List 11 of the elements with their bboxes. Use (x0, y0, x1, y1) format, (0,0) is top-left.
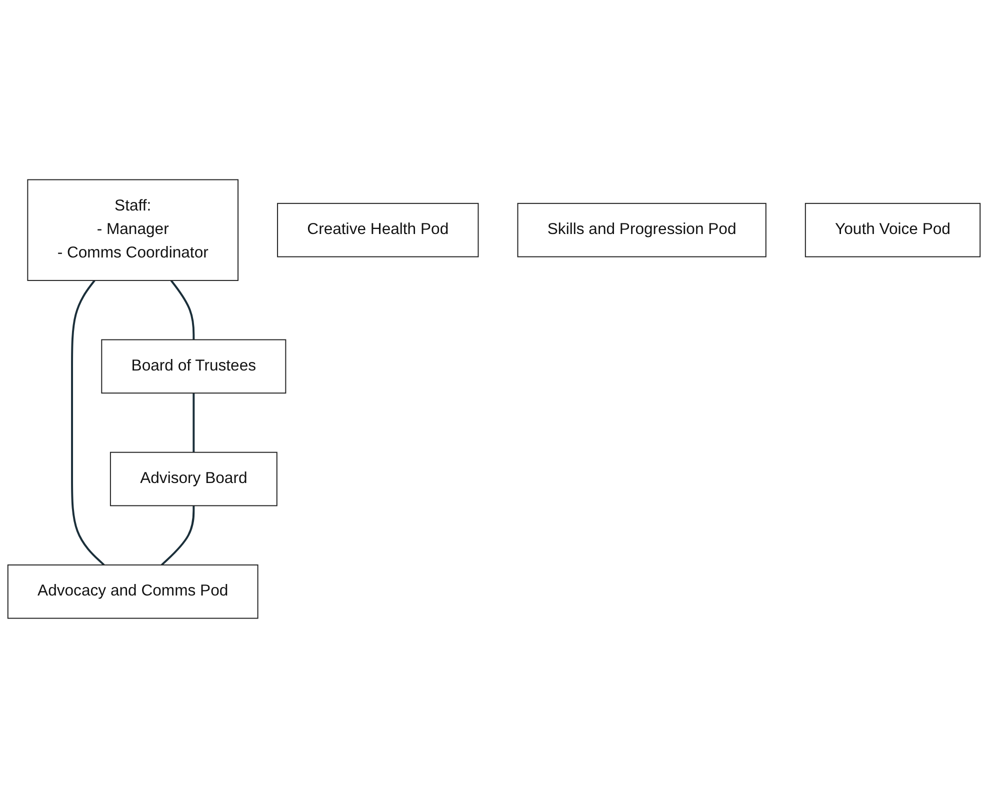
connector (170, 280, 195, 340)
node-box: Staff: - Manager - Comms Coordinator (27, 179, 239, 281)
node-box: Skills and Progression Pod (517, 202, 766, 258)
connector (160, 506, 195, 566)
connector (192, 393, 195, 452)
node-box: Creative Health Pod (277, 202, 479, 258)
node-box: Advocacy and Comms Pod (7, 564, 258, 619)
connector (71, 280, 105, 566)
node-box: Board of Trustees (101, 339, 286, 394)
node-box: Advisory Board (110, 452, 278, 506)
node-box: Youth Voice Pod (804, 202, 981, 258)
